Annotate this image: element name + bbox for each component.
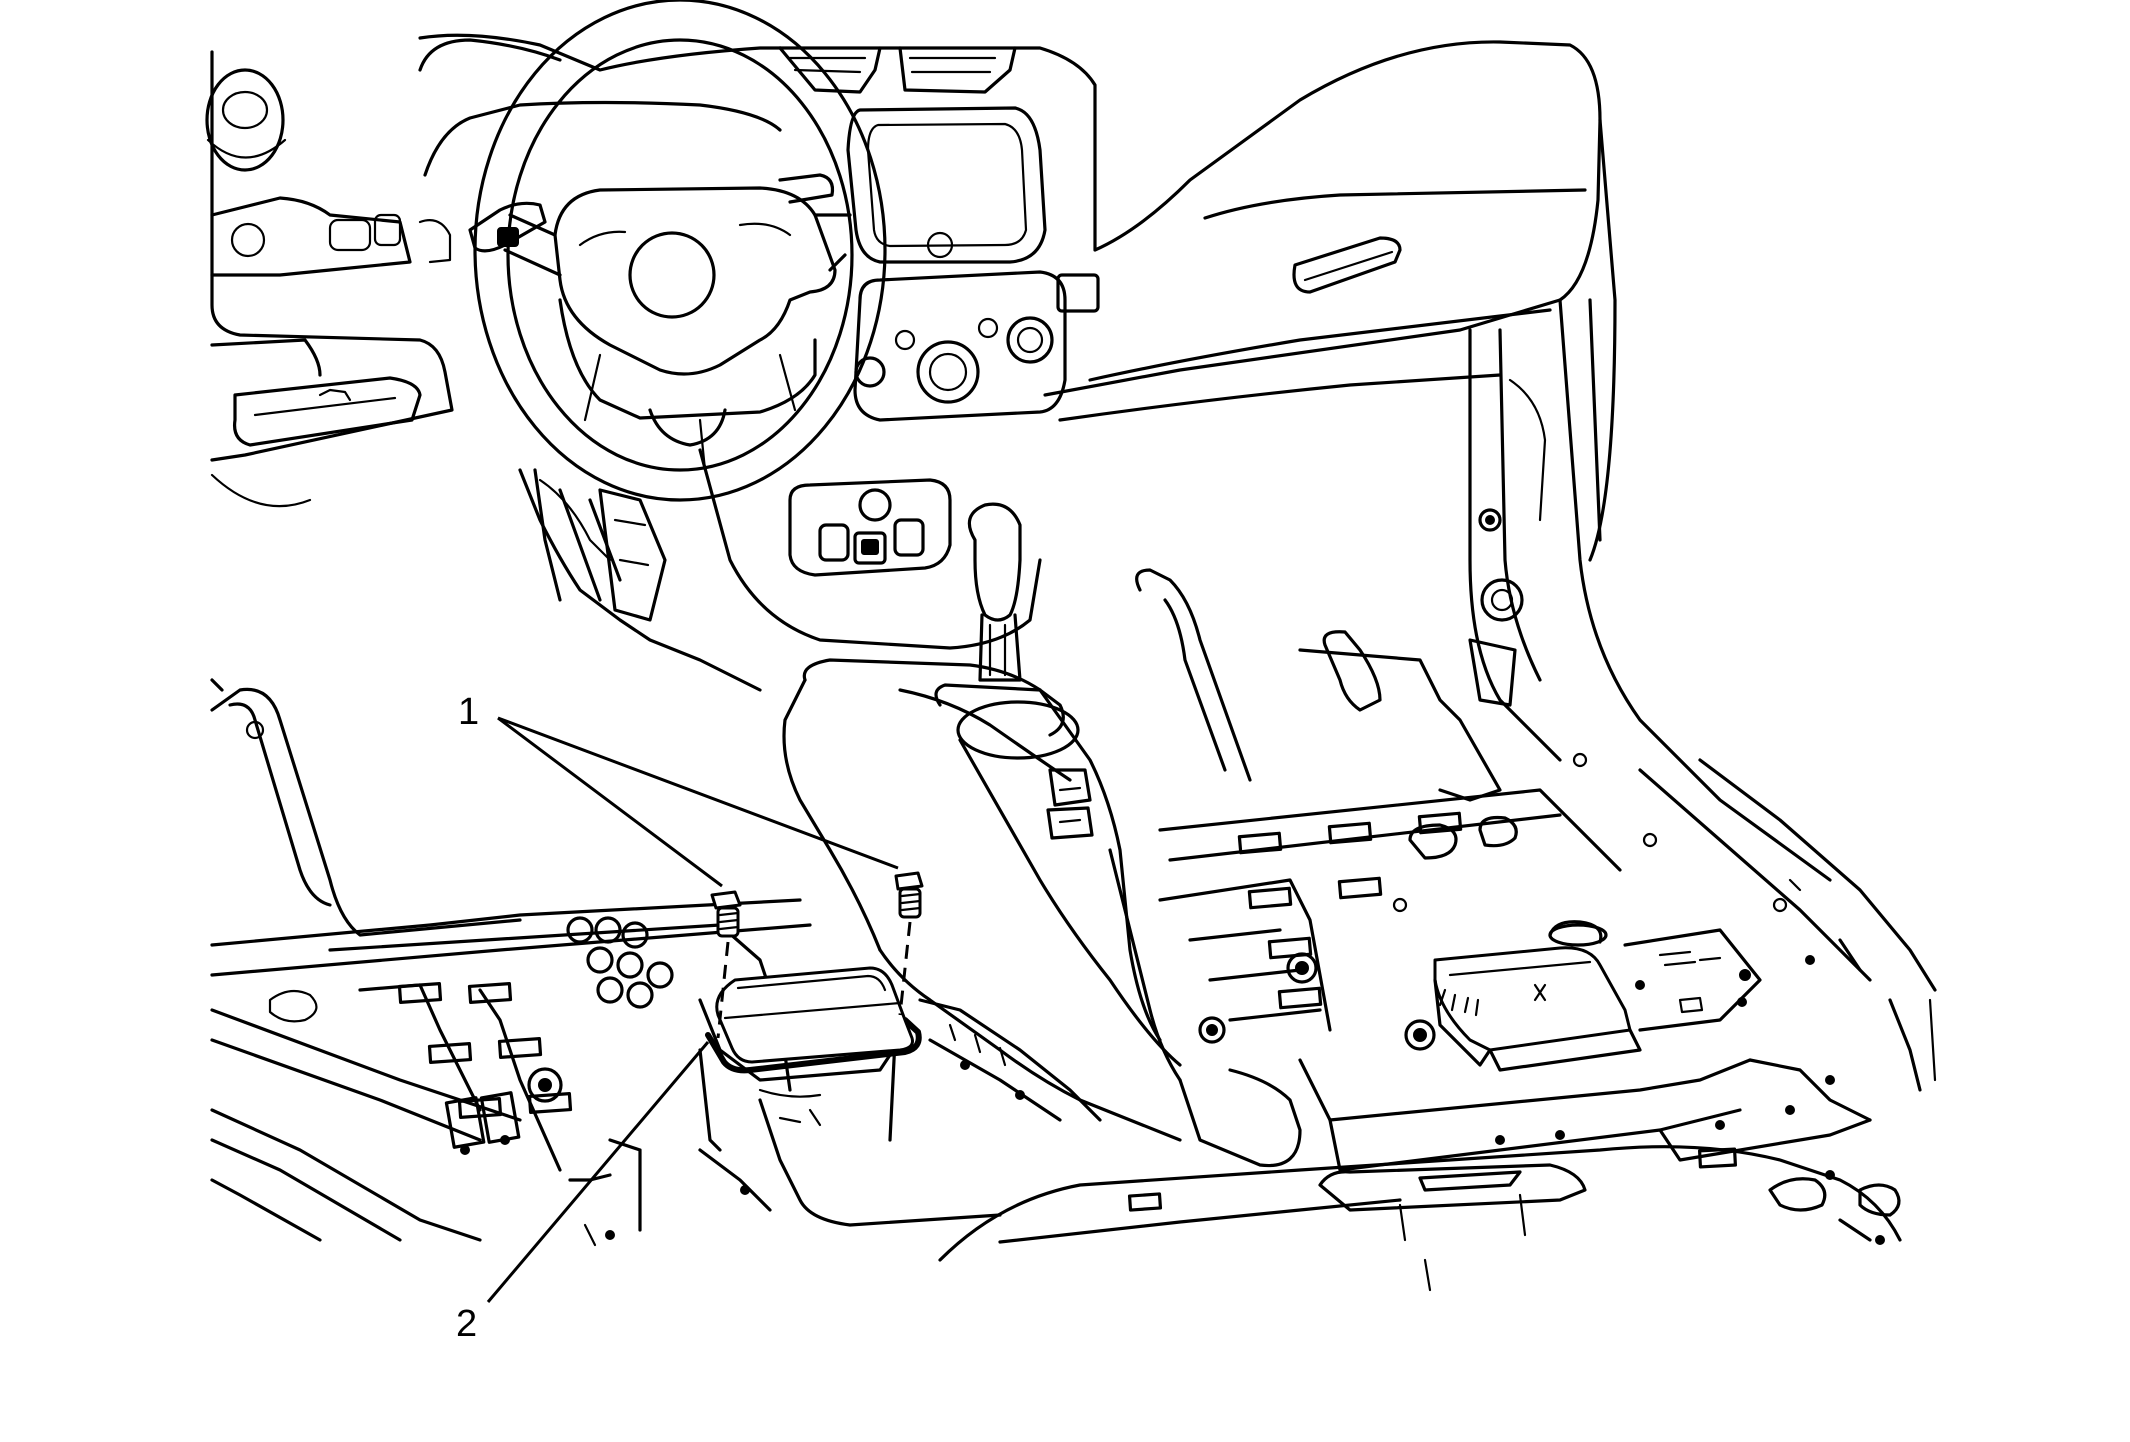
right-floor-panel [1135,298,1832,1044]
callout-label-1: 1 [458,691,479,733]
module-bracket [698,998,1102,1152]
rear-floor [568,758,1937,1292]
left-floor-panel [210,468,812,1242]
fastener-left [710,890,742,1039]
steering-wheel [468,0,887,502]
center-console [698,448,1302,1168]
right-module [1404,920,1762,1072]
instrument-panel [205,33,1617,562]
callout-2: 2 [456,1041,710,1345]
control-module [705,966,922,1074]
fastener-right [894,871,924,1016]
callout-1: 1 [458,691,899,888]
callout-label-2: 2 [456,1303,477,1345]
